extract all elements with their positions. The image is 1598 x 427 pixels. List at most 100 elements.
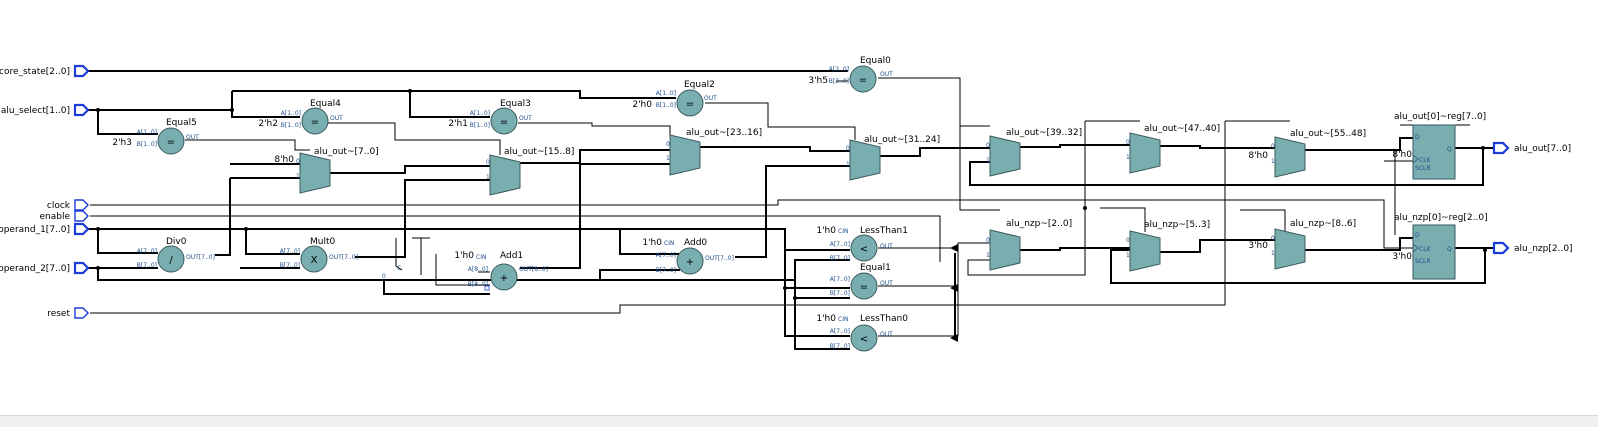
operator-blocks: = Equal0 A[2..0] B[2..0] OUT 3'h5 = Equa…	[112, 56, 908, 352]
svg-text:OUT[8..0]: OUT[8..0]	[519, 266, 548, 273]
svg-text:A[7..0]: A[7..0]	[280, 248, 300, 255]
input-label-alu-select: alu_select[1..0]	[1, 106, 70, 116]
registers: alu_out[0]~reg[7..0] D CLK SCLR Q 8'h0 a…	[1392, 112, 1488, 280]
svg-text:B[1..0]: B[1..0]	[656, 102, 676, 109]
svg-text:SCLR: SCLR	[1415, 165, 1431, 172]
svg-text:alu_nzp~[2..0]: alu_nzp~[2..0]	[1006, 219, 1072, 229]
svg-text:Equal3: Equal3	[500, 99, 531, 109]
svg-text:LessThan1: LessThan1	[860, 226, 908, 236]
mux-alu-out-7-0: alu_out~[7..0] 0 1 8'h0	[274, 147, 379, 194]
output-label-alu-nzp: alu_nzp[2..0]	[1514, 244, 1573, 254]
svg-text:0: 0	[1126, 237, 1130, 244]
svg-text:0: 0	[666, 141, 670, 148]
svg-text:A[7..0]: A[7..0]	[830, 241, 850, 248]
svg-text:1: 1	[1126, 154, 1130, 161]
input-label-clock: clock	[47, 201, 71, 211]
svg-text:OUT: OUT	[186, 134, 199, 141]
svg-text:1'h0: 1'h0	[642, 238, 662, 248]
svg-text:alu_out~[23..16]: alu_out~[23..16]	[686, 128, 762, 138]
svg-text:2'h1: 2'h1	[448, 119, 468, 129]
svg-text:OUT: OUT	[704, 95, 717, 102]
svg-text:OUT: OUT	[519, 115, 532, 122]
svg-text:B[1..0]: B[1..0]	[470, 122, 490, 129]
svg-text:0: 0	[846, 145, 850, 152]
svg-text:OUT[7..0]: OUT[7..0]	[705, 255, 734, 262]
mux-alu-out-47-40: alu_out~[47..40] 0 1	[1126, 124, 1220, 174]
block-div0: / Div0 A[7..0] B[7..0] OUT[7..0]	[137, 237, 215, 273]
junction-dots	[96, 89, 1487, 300]
svg-text:0: 0	[1126, 139, 1130, 146]
svg-text:CIN: CIN	[838, 316, 848, 323]
output-port-alu-out	[1492, 141, 1510, 155]
register-alu-nzp: alu_nzp[0]~reg[2..0] D CLK SCLR Q 3'h0	[1392, 213, 1488, 280]
annotation-c: C	[397, 265, 401, 272]
svg-text:alu_nzp~[5..3]: alu_nzp~[5..3]	[1144, 220, 1210, 230]
svg-text:1'h0: 1'h0	[816, 226, 836, 236]
mux-alu-out-31-24: alu_out~[31..24] 0 1	[846, 135, 940, 181]
svg-text:B[7..0]: B[7..0]	[656, 267, 676, 274]
multiplexers: alu_out~[7..0] 0 1 8'h0 alu_out~[15..8] …	[274, 124, 1366, 272]
svg-text:0: 0	[1271, 143, 1275, 150]
svg-text:1'h0: 1'h0	[816, 314, 836, 324]
svg-text:A[7..0]: A[7..0]	[830, 276, 850, 283]
input-label-operand-2: operand_2[7..0]	[0, 264, 70, 274]
svg-text:alu_nzp[0]~reg[2..0]: alu_nzp[0]~reg[2..0]	[1394, 213, 1488, 223]
svg-text:8'h0: 8'h0	[1392, 150, 1412, 160]
svg-text:=: =	[860, 282, 868, 293]
svg-text:OUT[7..0]: OUT[7..0]	[329, 254, 358, 261]
input-port-core-state	[73, 64, 90, 78]
input-label-core-state: core_state[2..0]	[0, 67, 70, 77]
svg-text:A[7..0]: A[7..0]	[137, 248, 157, 255]
mux-alu-out-15-8: alu_out~[15..8] 0 1	[486, 147, 574, 196]
svg-text:+: +	[686, 257, 694, 268]
svg-text:A[1..0]: A[1..0]	[281, 110, 301, 117]
svg-text:Equal0: Equal0	[860, 56, 891, 66]
wires	[88, 70, 1494, 350]
input-label-reset: reset	[47, 309, 70, 319]
mux-alu-out-39-32: alu_out~[39..32] 0 1	[986, 128, 1082, 177]
svg-text:A[8..0]: A[8..0]	[468, 266, 488, 273]
svg-text:A[1..0]: A[1..0]	[656, 90, 676, 97]
block-lessthan1: < LessThan1 A[7..0] B[7..0] OUT CIN 1'h0	[816, 226, 908, 262]
svg-text:1: 1	[1271, 250, 1275, 257]
input-label-enable: enable	[39, 212, 70, 222]
svg-text:3'h0: 3'h0	[1248, 241, 1268, 251]
output-label-alu-out: alu_out[7..0]	[1514, 144, 1571, 154]
register-alu-out: alu_out[0]~reg[7..0] D CLK SCLR Q 8'h0	[1392, 112, 1486, 180]
svg-text:OUT[7..0]: OUT[7..0]	[186, 254, 215, 261]
svg-text:1: 1	[666, 155, 670, 162]
block-lessthan0: < LessThan0 A[7..0] B[7..0] OUT CIN 1'h0	[816, 314, 908, 352]
input-port-alu-select	[73, 103, 90, 117]
output-ports: alu_out[7..0] alu_nzp[2..0]	[1492, 141, 1573, 255]
svg-text:1: 1	[1126, 252, 1130, 259]
block-equal3: = Equal3 A[1..0] B[1..0] OUT 2'h1	[448, 99, 532, 135]
svg-text:3'h0: 3'h0	[1392, 252, 1412, 262]
svg-text:0: 0	[986, 142, 990, 149]
mux-alu-nzp-5-3: alu_nzp~[5..3] 0 1	[1126, 220, 1210, 272]
svg-text:alu_out~[7..0]: alu_out~[7..0]	[314, 147, 379, 157]
block-mult0: X Mult0 A[7..0] B[7..0] OUT[7..0]	[280, 237, 358, 273]
svg-text:=: =	[311, 117, 319, 128]
svg-text:Equal5: Equal5	[166, 118, 197, 128]
input-label-operand-1: operand_1[7..0]	[0, 225, 70, 235]
svg-text:A[7..0]: A[7..0]	[656, 252, 676, 259]
svg-text:Equal1: Equal1	[860, 263, 891, 273]
svg-text:D: D	[1415, 134, 1420, 141]
svg-text:alu_nzp~[8..6]: alu_nzp~[8..6]	[1290, 219, 1356, 229]
svg-text:Equal2: Equal2	[684, 80, 715, 90]
svg-text:=: =	[859, 75, 867, 86]
svg-text:OUT: OUT	[880, 280, 893, 287]
svg-text:Div0: Div0	[166, 237, 187, 247]
svg-text:<: <	[860, 334, 868, 345]
svg-text:CIN: CIN	[838, 228, 848, 235]
svg-text:1: 1	[486, 174, 490, 181]
block-equal4: = Equal4 A[1..0] B[1..0] OUT 2'h2	[258, 99, 343, 135]
svg-text:Add1: Add1	[500, 251, 523, 261]
annotations: 0 C	[382, 265, 401, 280]
mux-alu-out-23-16: alu_out~[23..16] 0 1	[666, 128, 762, 176]
svg-text:OUT: OUT	[880, 243, 893, 250]
svg-text:0: 0	[986, 237, 990, 244]
block-add0: + Add0 A[7..0] B[7..0] OUT[7..0] CIN 1'h…	[642, 238, 734, 275]
svg-text:<: <	[860, 244, 868, 255]
